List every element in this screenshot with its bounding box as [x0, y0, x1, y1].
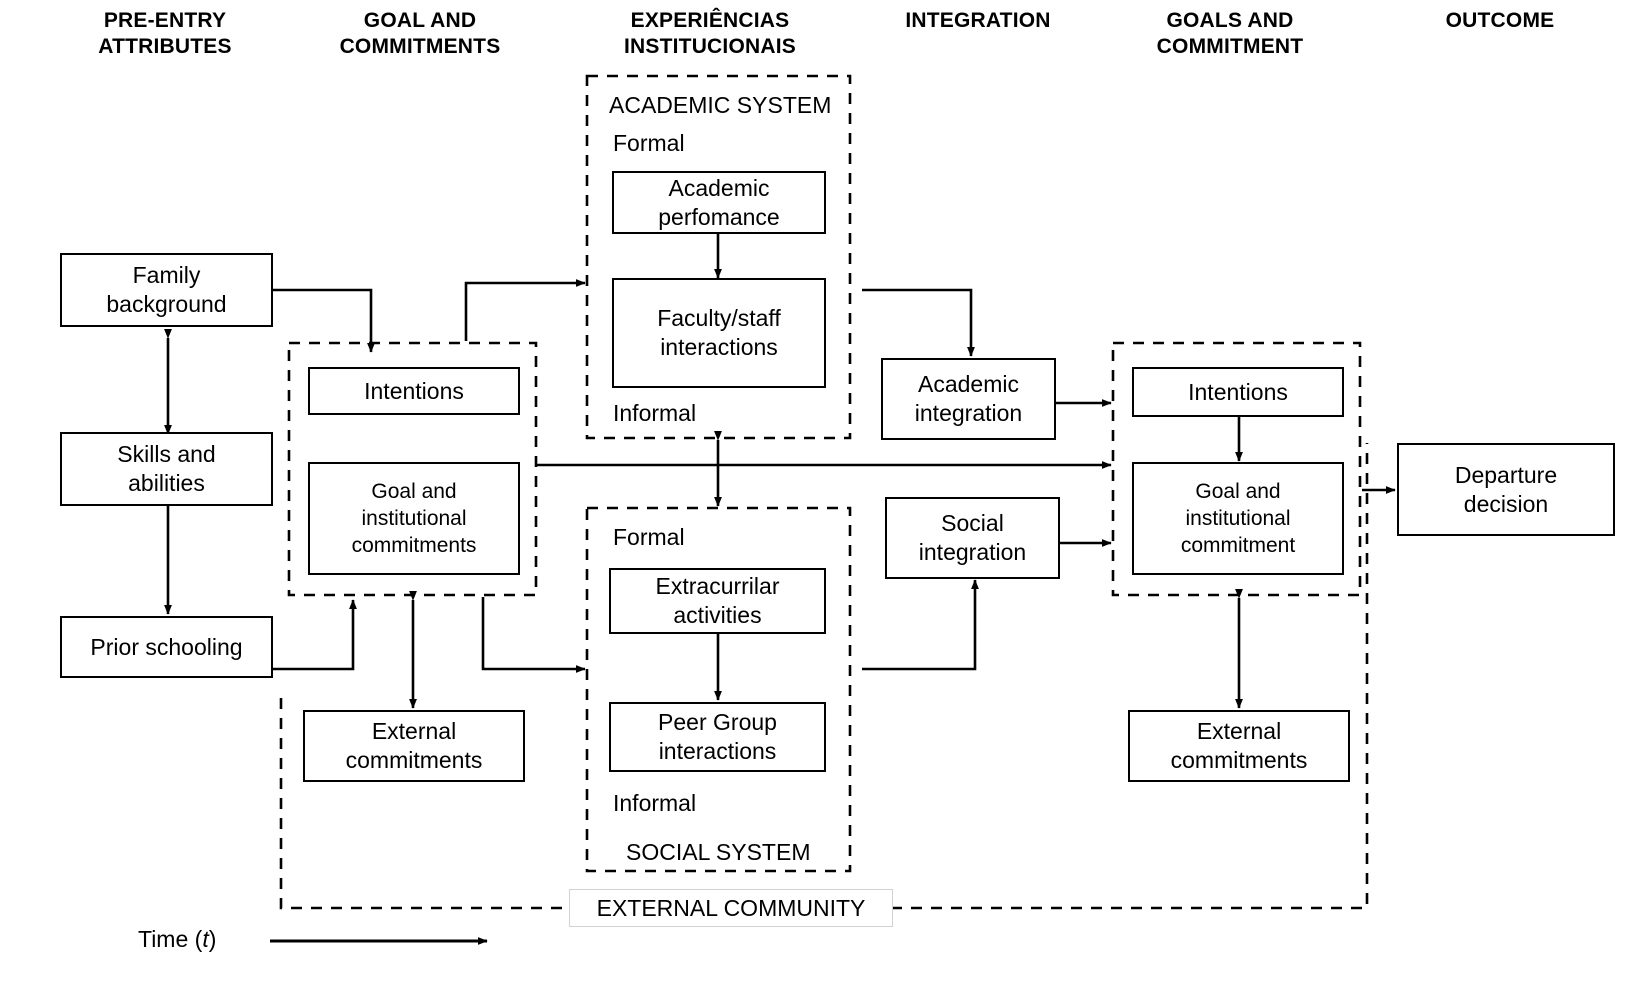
node-label: Family background — [106, 262, 227, 317]
node-label: Faculty/staff interactions — [657, 305, 781, 360]
node-label: Academic perfomance — [658, 174, 780, 230]
connector-academic-system-to-academic-integration — [862, 288, 975, 357]
dashed-group-external-community — [279, 443, 1369, 910]
label-social-informal: Informal — [613, 790, 697, 816]
column-header-line-1: OUTCOME — [1445, 9, 1555, 32]
column-header-line-1: GOALS AND — [1166, 9, 1294, 32]
column-header-line-1: PRE-ENTRY — [103, 9, 227, 32]
label-academic-informal: Informal — [613, 400, 697, 426]
node-label: Academic integration — [914, 371, 1023, 426]
node-extracurricular-activities[interactable]: Extracurrilar activities — [609, 568, 826, 634]
label-social-formal: Formal — [613, 524, 685, 550]
node-external-commitments-left[interactable]: External commitments — [303, 710, 525, 782]
time-axis-label: Time (t) — [138, 926, 216, 953]
time-label-variable: t — [202, 926, 209, 952]
column-header-goal-and-commitments: GOAL AND COMMITMENTS — [300, 8, 540, 60]
node-label: Departure decision — [1454, 461, 1558, 517]
node-skills-and-abilities[interactable]: Skills and abilities — [60, 432, 273, 506]
label-external-community: EXTERNAL COMMUNITY — [569, 889, 893, 927]
node-label: Skills and abilities — [117, 441, 216, 496]
dashed-group-academic-system — [585, 74, 852, 440]
column-header-line-1: GOAL AND — [363, 9, 477, 32]
connector-prior-to-goal-group — [273, 599, 357, 671]
node-departure-decision[interactable]: Departure decision — [1397, 443, 1615, 536]
node-intentions-right[interactable]: Intentions — [1132, 367, 1344, 417]
time-label-prefix: Time ( — [138, 926, 203, 952]
node-goal-institutional-commitment-right[interactable]: Goal and institutional commitment — [1132, 462, 1344, 575]
column-header-line-2: COMMITMENT — [1156, 35, 1304, 58]
dashed-group-social-system — [585, 506, 852, 873]
node-label: Extracurrilar activities — [655, 573, 780, 628]
node-faculty-staff-interactions[interactable]: Faculty/staff interactions — [612, 278, 826, 388]
node-family-background[interactable]: Family background — [60, 253, 273, 327]
column-header-pre-entry: PRE-ENTRY ATTRIBUTES — [58, 8, 272, 60]
node-social-integration[interactable]: Social integration — [885, 497, 1060, 579]
node-goal-institutional-commitments-left[interactable]: Goal and institutional commitments — [308, 462, 520, 575]
time-label-suffix: ) — [208, 926, 217, 952]
column-header-integration: INTEGRATION — [860, 8, 1096, 34]
node-label: Prior schooling — [90, 633, 243, 660]
node-peer-group-interactions[interactable]: Peer Group interactions — [609, 702, 826, 772]
label-academic-system: ACADEMIC SYSTEM — [609, 92, 832, 118]
node-external-commitments-right[interactable]: External commitments — [1128, 710, 1350, 782]
column-header-outcome: OUTCOME — [1380, 8, 1620, 34]
column-header-experiencias-institucionais: EXPERIÊNCIAS INSTITUCIONAIS — [580, 8, 840, 60]
node-label: Goal and institutional commitments — [351, 480, 477, 557]
node-prior-schooling[interactable]: Prior schooling — [60, 616, 273, 678]
node-label: Social integration — [918, 510, 1027, 565]
column-header-line-2: INSTITUCIONAIS — [624, 35, 796, 58]
node-label: Peer Group interactions — [658, 709, 777, 764]
column-header-line-1: EXPERIÊNCIAS — [630, 9, 790, 32]
connector-goal-to-social-system — [481, 597, 586, 673]
connector-goal-to-academic-system — [464, 279, 586, 341]
node-label: Intentions — [364, 377, 464, 404]
column-header-line-1: INTEGRATION — [905, 9, 1051, 32]
node-academic-integration[interactable]: Academic integration — [881, 358, 1056, 440]
node-academic-performance[interactable]: Academic perfomance — [612, 171, 826, 234]
node-label: Goal and institutional commitment — [1180, 480, 1296, 557]
node-label: External commitments — [1170, 718, 1308, 773]
node-label: External commitments — [345, 718, 483, 773]
external-community-text: EXTERNAL COMMUNITY — [596, 894, 866, 921]
column-header-line-2: COMMITMENTS — [339, 35, 501, 58]
connector-family-to-intentions — [273, 288, 375, 353]
label-academic-formal: Formal — [613, 130, 685, 156]
node-intentions-left[interactable]: Intentions — [308, 367, 520, 415]
column-header-goals-and-commitment: GOALS AND COMMITMENT — [1100, 8, 1360, 60]
label-social-system: SOCIAL SYSTEM — [626, 839, 811, 865]
connector-social-system-to-social-integration — [862, 579, 979, 671]
node-label: Intentions — [1188, 378, 1288, 405]
column-header-line-2: ATTRIBUTES — [98, 35, 232, 58]
